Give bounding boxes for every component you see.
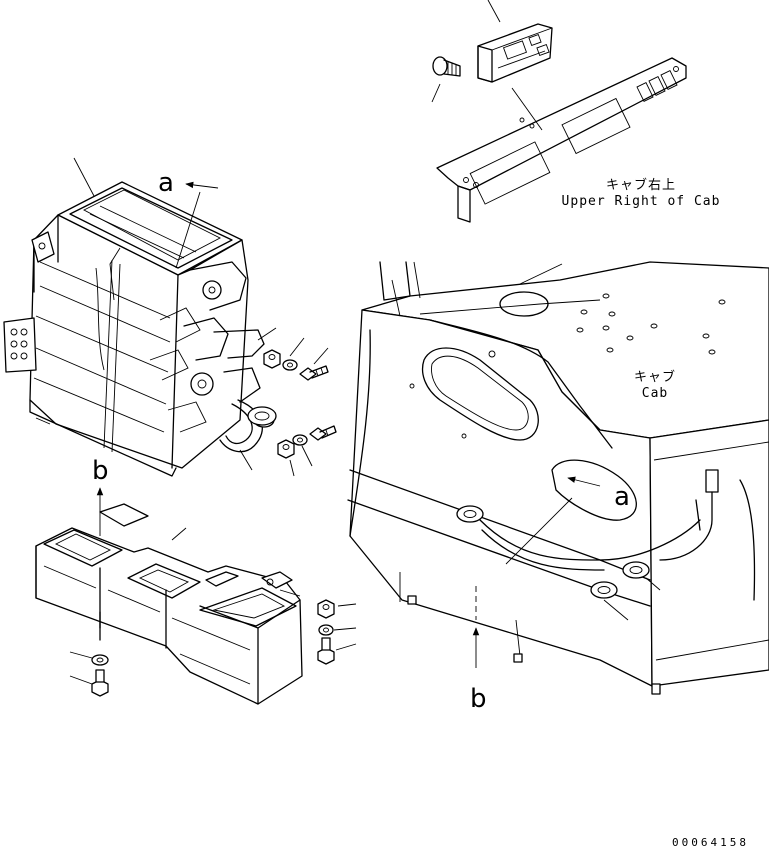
leader-cab-roof: [519, 263, 563, 285]
leader-grommet-right-1: [603, 599, 629, 621]
roof-bolt-pattern: [576, 293, 726, 355]
leader-washer-upper: [289, 337, 305, 357]
view-a-line-cab: [505, 497, 573, 565]
washer-lower: [292, 434, 308, 446]
leader-duct-washer-left: [69, 651, 93, 659]
leader-grommet-right-2: [645, 577, 661, 591]
view-a-target-blob: [551, 459, 637, 521]
grommet-unit: [247, 406, 277, 426]
view-a-arrow-cab: [567, 476, 601, 487]
leader-screw: [431, 83, 441, 103]
leader-duct-nut: [337, 603, 357, 607]
duct-nut: [317, 599, 335, 619]
view-b-label-cab: b: [470, 684, 487, 714]
bolt-upper: [299, 365, 329, 381]
control-panel-module: [477, 23, 553, 83]
leader-nut-lower: [289, 459, 295, 477]
leader-nut-upper: [257, 327, 277, 341]
note-upper-right-jp: キャブ右上: [605, 178, 676, 193]
leader-unit: [73, 157, 95, 197]
cab-body: [347, 261, 769, 695]
view-a-label-top: a: [158, 168, 174, 198]
duct-bolt-left: [91, 669, 109, 697]
mounting-bracket-plate: [436, 57, 687, 223]
view-a-label-cab: a: [614, 482, 630, 512]
note-upper-right-en: Upper Right of Cab: [561, 194, 721, 209]
duct-washer-left: [91, 654, 109, 666]
note-cab-en: Cab: [641, 386, 669, 401]
air-conditioner-unit: [3, 181, 275, 477]
duct-bolt-right: [317, 637, 335, 665]
view-b-label-left: b: [92, 456, 109, 486]
leader-duct-washer: [333, 627, 357, 631]
nut-upper: [263, 349, 281, 369]
leader-panel: [487, 0, 501, 23]
drawing-code: 00064158: [672, 836, 749, 849]
leader-washer-lower: [301, 445, 313, 467]
leader-duct-bolt-left: [69, 675, 93, 685]
lower-duct-assembly: [35, 503, 303, 705]
view-a-arrow-top: [185, 181, 219, 189]
cab-hose-lower: [481, 529, 605, 571]
view-a-line-top: [175, 191, 201, 269]
leader-panel-to-bracket: [511, 87, 543, 131]
cab-grommet-right-2: [622, 561, 650, 579]
nut-lower: [277, 439, 295, 459]
leader-duct-flange: [279, 589, 301, 597]
leader-bolt-upper: [313, 347, 329, 365]
cab-grommet-front: [456, 505, 484, 523]
panel-screw: [432, 56, 461, 77]
washer-upper: [282, 359, 298, 371]
leader-duct-bolt: [335, 643, 357, 651]
leader-grommet: [239, 449, 253, 471]
duct-washer: [318, 624, 334, 636]
bolt-lower: [309, 425, 337, 441]
cab-hose: [479, 519, 701, 561]
leader-duct: [171, 527, 187, 541]
note-cab-jp: キャブ: [633, 370, 676, 385]
cab-grommet-right-1: [590, 581, 618, 599]
